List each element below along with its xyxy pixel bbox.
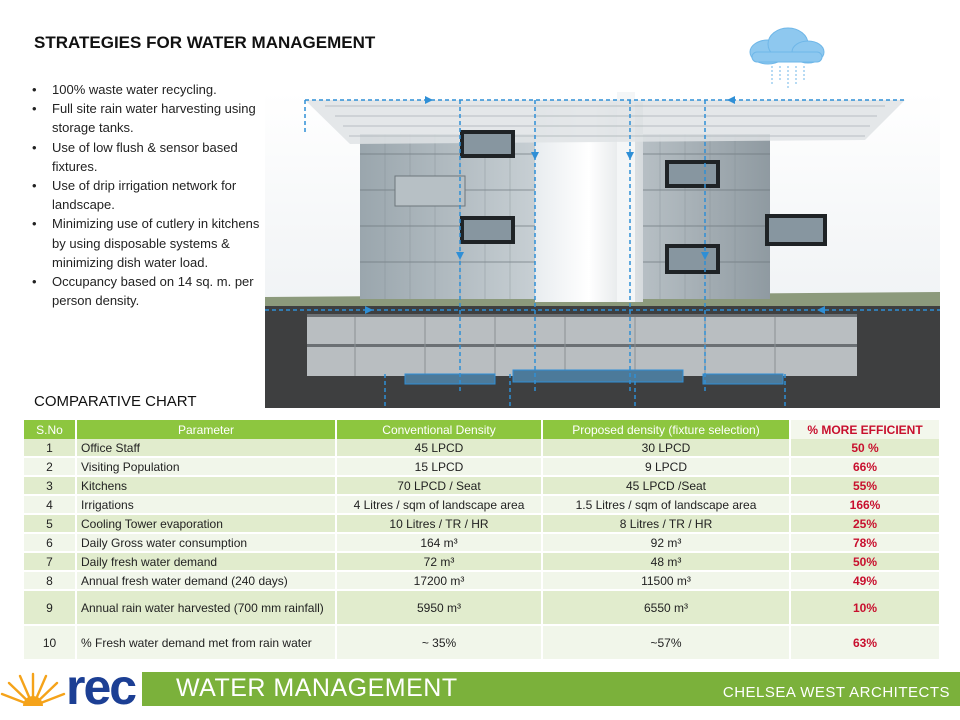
cell-proposed: 6550 m³ (542, 590, 791, 626)
cell-conventional: 45 LPCD (336, 439, 543, 458)
cell-proposed: ~57% (542, 625, 791, 661)
table-row: 8 Annual fresh water demand (240 days) 1… (24, 571, 941, 591)
cell-parameter: Cooling Tower evaporation (76, 514, 337, 534)
page-title: STRATEGIES FOR WATER MANAGEMENT (34, 33, 376, 52)
cell-proposed: 30 LPCD (542, 439, 791, 458)
cell-conventional: 164 m³ (336, 533, 543, 553)
table-row: 1 Office Staff 45 LPCD 30 LPCD 50 % (24, 439, 941, 458)
header-parameter: Parameter (76, 420, 337, 439)
cell-efficiency: 78% (790, 533, 941, 553)
comparative-table: S.No Parameter Conventional Density Prop… (24, 420, 941, 661)
cell-conventional: 4 Litres / sqm of landscape area (336, 495, 543, 515)
table-header-row: S.No Parameter Conventional Density Prop… (24, 420, 941, 439)
strategy-item: Full site rain water harvesting using st… (30, 99, 275, 137)
cell-proposed: 92 m³ (542, 533, 791, 553)
table-row: 7 Daily fresh water demand 72 m³ 48 m³ 5… (24, 552, 941, 572)
cell-proposed: 45 LPCD /Seat (542, 476, 791, 496)
cell-efficiency: 25% (790, 514, 941, 534)
cell-efficiency: 166% (790, 495, 941, 515)
chart-title: COMPARATIVE CHART (34, 393, 197, 410)
table-row: 3 Kitchens 70 LPCD / Seat 45 LPCD /Seat … (24, 476, 941, 496)
cell-sno: 5 (24, 514, 77, 534)
footer-bottom-strip (0, 706, 960, 720)
cell-sno: 9 (24, 590, 77, 626)
cell-efficiency: 10% (790, 590, 941, 626)
cell-conventional: 10 Litres / TR / HR (336, 514, 543, 534)
cell-proposed: 8 Litres / TR / HR (542, 514, 791, 534)
sunburst-icon (0, 672, 66, 716)
cell-parameter: Daily fresh water demand (76, 552, 337, 572)
table-row: 6 Daily Gross water consumption 164 m³ 9… (24, 533, 941, 553)
cell-conventional: 72 m³ (336, 552, 543, 572)
cell-sno: 7 (24, 552, 77, 572)
cell-parameter: Kitchens (76, 476, 337, 496)
strategy-item: 100% waste water recycling. (30, 80, 275, 99)
cell-conventional: 17200 m³ (336, 571, 543, 591)
cell-efficiency: 49% (790, 571, 941, 591)
cell-sno: 4 (24, 495, 77, 515)
header-proposed: Proposed density (fixture selection) (542, 420, 791, 439)
cell-sno: 10 (24, 625, 77, 661)
cell-proposed: 1.5 Litres / sqm of landscape area (542, 495, 791, 515)
rec-logo: rec (66, 659, 137, 715)
cell-proposed: 9 LPCD (542, 457, 791, 477)
firm-name: CHELSEA WEST ARCHITECTS (722, 684, 950, 701)
building-section-illustration (265, 92, 940, 408)
cell-efficiency: 66% (790, 457, 941, 477)
strategy-item: Occupancy based on 14 sq. m. per person … (30, 272, 275, 310)
cell-parameter: Annual fresh water demand (240 days) (76, 571, 337, 591)
header-efficiency: % MORE EFFICIENT (790, 420, 941, 439)
cell-efficiency: 50% (790, 552, 941, 572)
logo-area (0, 668, 142, 716)
cell-efficiency: 63% (790, 625, 941, 661)
table-row: 10 % Fresh water demand met from rain wa… (24, 625, 941, 661)
cell-conventional: 70 LPCD / Seat (336, 476, 543, 496)
cell-sno: 1 (24, 439, 77, 458)
cell-parameter: Irrigations (76, 495, 337, 515)
footer-bar (0, 672, 960, 706)
cell-conventional: 15 LPCD (336, 457, 543, 477)
cell-proposed: 48 m³ (542, 552, 791, 572)
cell-parameter: Annual rain water harvested (700 mm rain… (76, 590, 337, 626)
cell-sno: 6 (24, 533, 77, 553)
table-row: 5 Cooling Tower evaporation 10 Litres / … (24, 514, 941, 534)
cell-efficiency: 50 % (790, 439, 941, 458)
cell-sno: 2 (24, 457, 77, 477)
cell-parameter: Visiting Population (76, 457, 337, 477)
cell-sno: 3 (24, 476, 77, 496)
cell-efficiency: 55% (790, 476, 941, 496)
strategy-item: Use of low flush & sensor based fixtures… (30, 138, 275, 176)
cell-parameter: Daily Gross water consumption (76, 533, 337, 553)
table-row: 2 Visiting Population 15 LPCD 9 LPCD 66% (24, 457, 941, 477)
cell-conventional: ~ 35% (336, 625, 543, 661)
cell-proposed: 11500 m³ (542, 571, 791, 591)
cell-sno: 8 (24, 571, 77, 591)
table-row: 4 Irrigations 4 Litres / sqm of landscap… (24, 495, 941, 515)
cell-parameter: Office Staff (76, 439, 337, 458)
header-conventional: Conventional Density (336, 420, 543, 439)
rain-cloud-icon (738, 24, 828, 90)
table-row: 9 Annual rain water harvested (700 mm ra… (24, 590, 941, 626)
strategy-list: 100% waste water recycling. Full site ra… (30, 80, 275, 310)
building-section-water-flow-illustration (265, 92, 940, 408)
strategy-item: Minimizing use of cutlery in kitchens by… (30, 214, 275, 272)
cell-conventional: 5950 m³ (336, 590, 543, 626)
footer-title: WATER MANAGEMENT (176, 674, 458, 702)
header-sno: S.No (24, 420, 77, 439)
cell-parameter: % Fresh water demand met from rain water (76, 625, 337, 661)
strategy-item: Use of drip irrigation network for lands… (30, 176, 275, 214)
